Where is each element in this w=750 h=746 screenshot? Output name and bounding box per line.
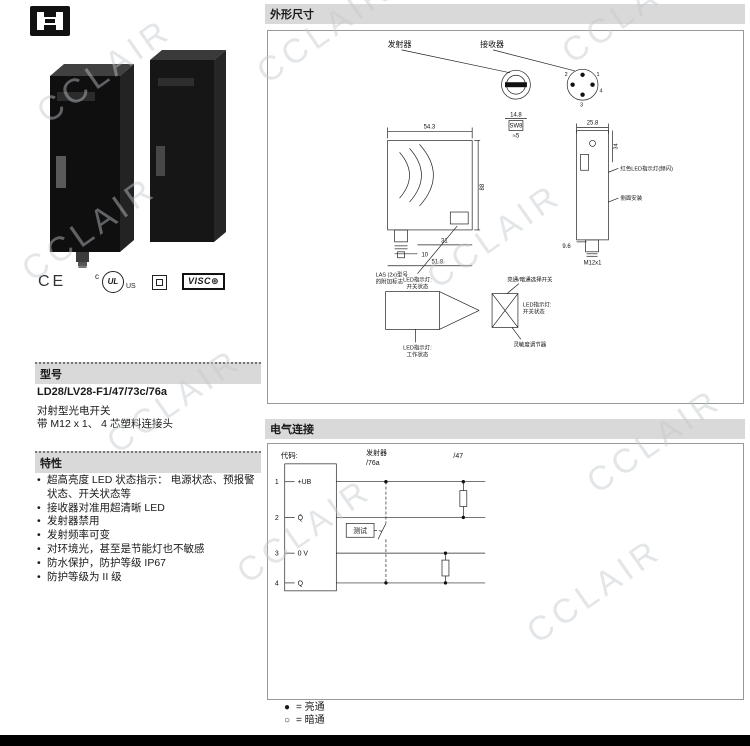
legend-dark-on: ○ = 暗通 bbox=[284, 714, 325, 727]
feature-item: 发射频率可变 bbox=[35, 529, 263, 543]
feature-item: 接收器对准用超清晰 LED bbox=[35, 502, 263, 516]
watermark: CCLAIR bbox=[100, 341, 249, 462]
switch-led-note-right-2: 开关状态 bbox=[523, 307, 545, 315]
dim-34: 34 bbox=[613, 143, 619, 149]
feature-item: 对环境光，甚至是节能灯也不敏感 bbox=[35, 543, 263, 557]
ul-us-label: US bbox=[126, 283, 136, 290]
mounting-note: 侧面安装 bbox=[620, 194, 642, 202]
connector-face-slot bbox=[501, 69, 531, 100]
model-name: LD28/LV28-F1/47/73c/76a bbox=[37, 386, 168, 398]
front-view: 54.3 88 31 10 5 bbox=[376, 124, 486, 285]
dim-9-6: 9.6 bbox=[562, 244, 571, 250]
electrical-section-header: 电气连接 bbox=[265, 419, 745, 439]
feature-item: 发射器禁用 bbox=[35, 515, 263, 529]
features-section-header: 特性 bbox=[35, 451, 261, 473]
test-label: 测试 bbox=[353, 526, 367, 535]
dim-14-8: 14.8 bbox=[510, 113, 522, 119]
class-ii-insulation-icon bbox=[152, 275, 167, 290]
legend-light-on: ● = 亮通 bbox=[284, 701, 325, 714]
output-mode-legend: ● = 亮通 ○ = 暗通 bbox=[284, 701, 325, 727]
product-photo bbox=[30, 26, 235, 273]
run-led-note-2: 工作状态 bbox=[407, 350, 429, 358]
features-list: 超高亮度 LED 状态指示： 电源状态、预报警状态、开关状态等 接收器对准用超清… bbox=[35, 474, 263, 584]
certification-row: CE c UL US VISC⊕ bbox=[36, 270, 258, 296]
red-led-note: 红色LED指示灯(频闪) bbox=[620, 164, 673, 172]
feature-item: 超高亮度 LED 状态指示： 电源状态、预报警状态、开关状态等 bbox=[35, 474, 263, 502]
model-description-line1: 对射型光电开关 bbox=[37, 405, 111, 417]
variant-47-label: /47 bbox=[453, 453, 463, 460]
light-on-symbol: ● bbox=[284, 702, 291, 713]
dimensions-section-header: 外形尺寸 bbox=[265, 4, 745, 24]
model-section-header: 型号 bbox=[35, 362, 261, 384]
code-label: 代码: bbox=[281, 450, 298, 460]
sensitivity-adjuster-note: 灵敏度调节器 bbox=[513, 340, 546, 348]
model-description-line2: 带 M12 x 1、 4 芯塑料连接头 bbox=[37, 418, 173, 430]
dim-sw8: SW8 bbox=[509, 123, 523, 129]
pin-2-number: 2 bbox=[275, 515, 279, 522]
ul-icon: UL bbox=[102, 271, 124, 293]
pin-2-label: Q̄ bbox=[298, 514, 304, 522]
feature-item: 防水保护，防护等级 IP67 bbox=[35, 557, 263, 571]
dark-on-symbol: ○ bbox=[284, 715, 291, 726]
pin-4-label: Q bbox=[298, 580, 304, 587]
pin-number-3: 3 bbox=[580, 103, 583, 109]
controls-diagram: LED指示灯: 开关状态 亮通/暗通选择开关 LED指示灯: 开关状态 LED指… bbox=[385, 276, 553, 358]
product-photo-image bbox=[50, 50, 226, 269]
run-led-note-1: LED指示灯: bbox=[403, 343, 432, 351]
receiver-label: 接收器 bbox=[480, 39, 504, 49]
emitter-label: 发射器 bbox=[388, 39, 412, 49]
test-branch: 测试 bbox=[345, 480, 388, 585]
emitter-variant-label: /76a bbox=[366, 460, 380, 467]
footer-bar bbox=[0, 735, 750, 746]
dimensions-drawing-svg: 发射器 接收器 1 2 3 4 bbox=[376, 39, 673, 358]
dim-54-3: 54.3 bbox=[424, 124, 436, 130]
brand-logo bbox=[30, 6, 72, 43]
dim-25-8: 25.8 bbox=[587, 120, 599, 126]
pin-number-4: 4 bbox=[599, 89, 602, 95]
sensor-front bbox=[50, 64, 134, 269]
brand-logo-icon bbox=[30, 6, 70, 36]
sensor-back bbox=[150, 50, 226, 242]
visco-badge: VISC⊕ bbox=[182, 273, 226, 290]
pin-number-2: 2 bbox=[565, 72, 568, 78]
dim-approx-5: ≈5 bbox=[513, 133, 520, 139]
pin-3-number: 3 bbox=[275, 551, 279, 558]
switch-led-note-top-1: LED指示灯: bbox=[403, 276, 432, 284]
connector-face-pins: 1 2 3 4 bbox=[565, 68, 603, 109]
pin-block: 1 +UB 2 Q̄ 3 0 V 4 Q bbox=[275, 463, 337, 592]
dim-m12x1: M12x1 bbox=[584, 261, 603, 267]
dark-on-text: = 暗通 bbox=[296, 715, 325, 726]
feature-item: 防护等级为 II 级 bbox=[35, 571, 263, 585]
light-dark-switch-note: 亮通/暗通选择开关 bbox=[507, 276, 553, 284]
dim-88: 88 bbox=[480, 183, 486, 190]
las-note-line1: LAS (2x)型号 bbox=[376, 271, 409, 279]
ul-c-label: c bbox=[95, 272, 99, 281]
pin-3-label: 0 V bbox=[298, 551, 309, 558]
switch-led-note-top-2: 开关状态 bbox=[407, 283, 429, 291]
switch-led-note-right-1: LED指示灯: bbox=[523, 301, 552, 309]
pin-1-number: 1 bbox=[275, 479, 279, 486]
pin-4-number: 4 bbox=[275, 580, 279, 587]
ce-mark: CE bbox=[38, 273, 67, 290]
output-circuit bbox=[441, 480, 468, 585]
electrical-diagram-svg: 代码: 发射器 /76a /47 1 +UB 2 Q̄ 3 0 V 4 Q bbox=[275, 448, 486, 592]
side-view: 25.8 34 红色LED指示灯(频闪) 侧面安装 9.6 M12x1 bbox=[562, 120, 673, 266]
light-on-text: = 亮通 bbox=[296, 702, 325, 713]
dimensions-drawing: 发射器 接收器 1 2 3 4 bbox=[267, 30, 744, 404]
pin-1-label: +UB bbox=[298, 479, 312, 486]
pin-number-1: 1 bbox=[597, 72, 600, 78]
dim-10: 10 bbox=[421, 252, 428, 258]
las-note-line2: 的附加标志 bbox=[376, 278, 404, 286]
dim-51-8: 51.8 bbox=[432, 259, 444, 265]
electrical-diagram: 代码: 发射器 /76a /47 1 +UB 2 Q̄ 3 0 V 4 Q bbox=[267, 443, 744, 700]
emitter-column-label: 发射器 bbox=[366, 448, 387, 457]
